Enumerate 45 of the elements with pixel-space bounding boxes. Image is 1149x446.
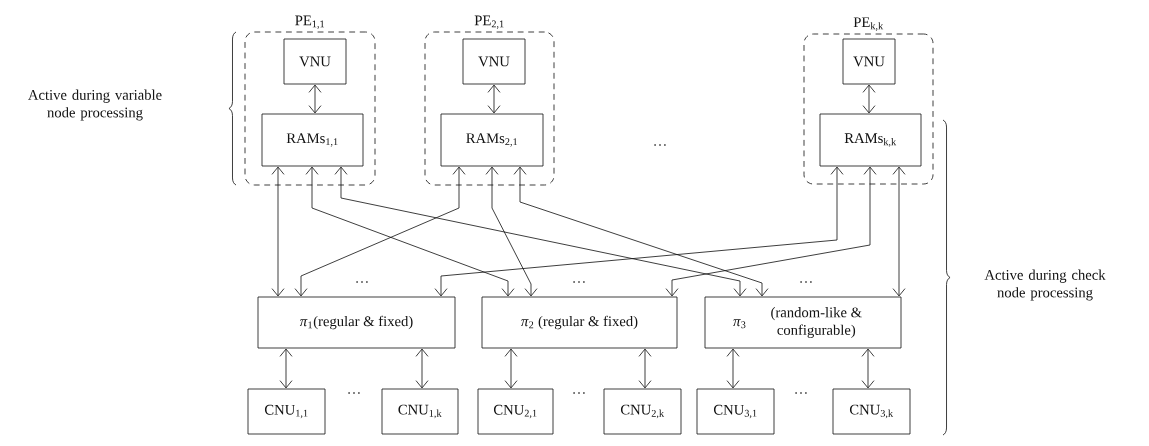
ellipsis: … bbox=[348, 392, 360, 394]
arrow bbox=[415, 348, 429, 389]
permutation-box: π$_{3}$ (random-like & configurable) bbox=[704, 296, 902, 349]
check-unit-box: CNU$_{2,1}$ bbox=[477, 388, 554, 435]
arrow bbox=[308, 84, 322, 114]
arrow bbox=[665, 166, 877, 297]
permutation-box: π$_{2}$ (regular & fixed) bbox=[481, 296, 678, 349]
arrow bbox=[862, 84, 876, 114]
check-unit-box: CNU$_{2,k}$ bbox=[603, 388, 682, 435]
arrow bbox=[726, 348, 740, 389]
check-unit-box: CNU$_{1,k}$ bbox=[381, 388, 459, 435]
arrow bbox=[334, 166, 747, 297]
permutation-box: π$_{1}$(regular & fixed) bbox=[257, 296, 456, 349]
annotation-text: Active during check node processing bbox=[984, 269, 1106, 301]
arrow bbox=[305, 166, 515, 297]
arrow bbox=[434, 166, 844, 297]
ellipsis: … bbox=[795, 392, 807, 394]
arrow bbox=[504, 348, 518, 389]
node-label: PE$_{k,k}$ bbox=[853, 17, 884, 31]
ellipsis: … bbox=[654, 144, 666, 146]
unit-box: RAMs$_{1,1}$ bbox=[261, 113, 364, 167]
arrow bbox=[279, 348, 293, 389]
arrow bbox=[892, 166, 906, 297]
ellipsis: … bbox=[573, 392, 585, 394]
unit-box: RAMs$_{2,1}$ bbox=[440, 113, 544, 167]
arrow bbox=[485, 166, 538, 297]
check-unit-box: CNU$_{3,1}$ bbox=[696, 388, 775, 435]
unit-box: VNU bbox=[462, 38, 526, 85]
unit-box: RAMs$_{k,k}$ bbox=[819, 113, 922, 167]
unit-box: VNU bbox=[842, 38, 896, 85]
arrow bbox=[271, 166, 285, 297]
check-unit-box: CNU$_{1,1}$ bbox=[247, 388, 326, 435]
ellipsis: … bbox=[573, 281, 585, 283]
ellipsis: … bbox=[356, 281, 368, 283]
node-label: PE$_{1,1}$ bbox=[295, 15, 325, 29]
unit-box: VNU bbox=[283, 38, 347, 85]
arrow bbox=[513, 166, 769, 297]
arrow bbox=[638, 348, 652, 389]
node-label: PE$_{2,1}$ bbox=[474, 15, 504, 29]
arrow bbox=[487, 84, 501, 114]
annotation-text: Active during variable node processing bbox=[28, 89, 162, 121]
arrow bbox=[861, 348, 875, 389]
arrow bbox=[294, 166, 466, 297]
check-unit-box: CNU$_{3,k}$ bbox=[832, 388, 911, 435]
ellipsis: … bbox=[800, 281, 812, 283]
